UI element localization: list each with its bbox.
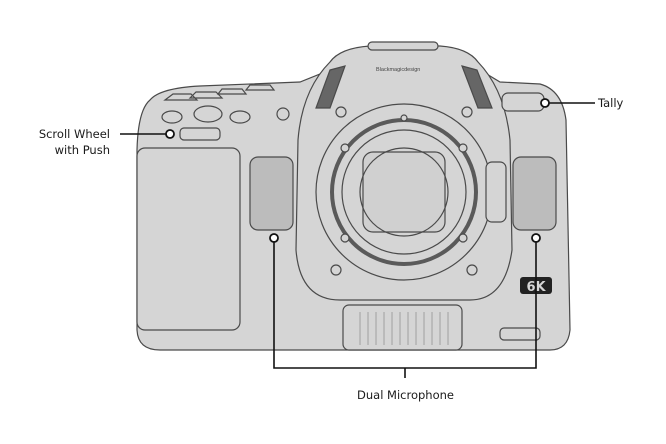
hand-grip <box>136 147 241 331</box>
scroll-wheel-label-line2: with Push <box>54 143 110 157</box>
left-mic-marker <box>269 233 279 243</box>
right-mic-marker <box>531 233 541 243</box>
tally-light <box>501 92 545 112</box>
dual-microphone-label: Dual Microphone <box>357 388 454 402</box>
scroll-wheel-label-line1: Scroll Wheel <box>38 127 110 141</box>
tally-label: Tally <box>598 96 624 110</box>
scroll-wheel-marker <box>165 129 175 139</box>
right-microphone <box>512 156 557 231</box>
bottom-vent <box>342 304 463 351</box>
sensor <box>362 151 446 233</box>
tally-marker <box>540 98 550 108</box>
brand-logo-text: Blackmagicdesign <box>376 67 420 73</box>
scroll-wheel <box>179 127 221 141</box>
callout-lines <box>120 102 595 378</box>
left-microphone <box>249 156 294 231</box>
